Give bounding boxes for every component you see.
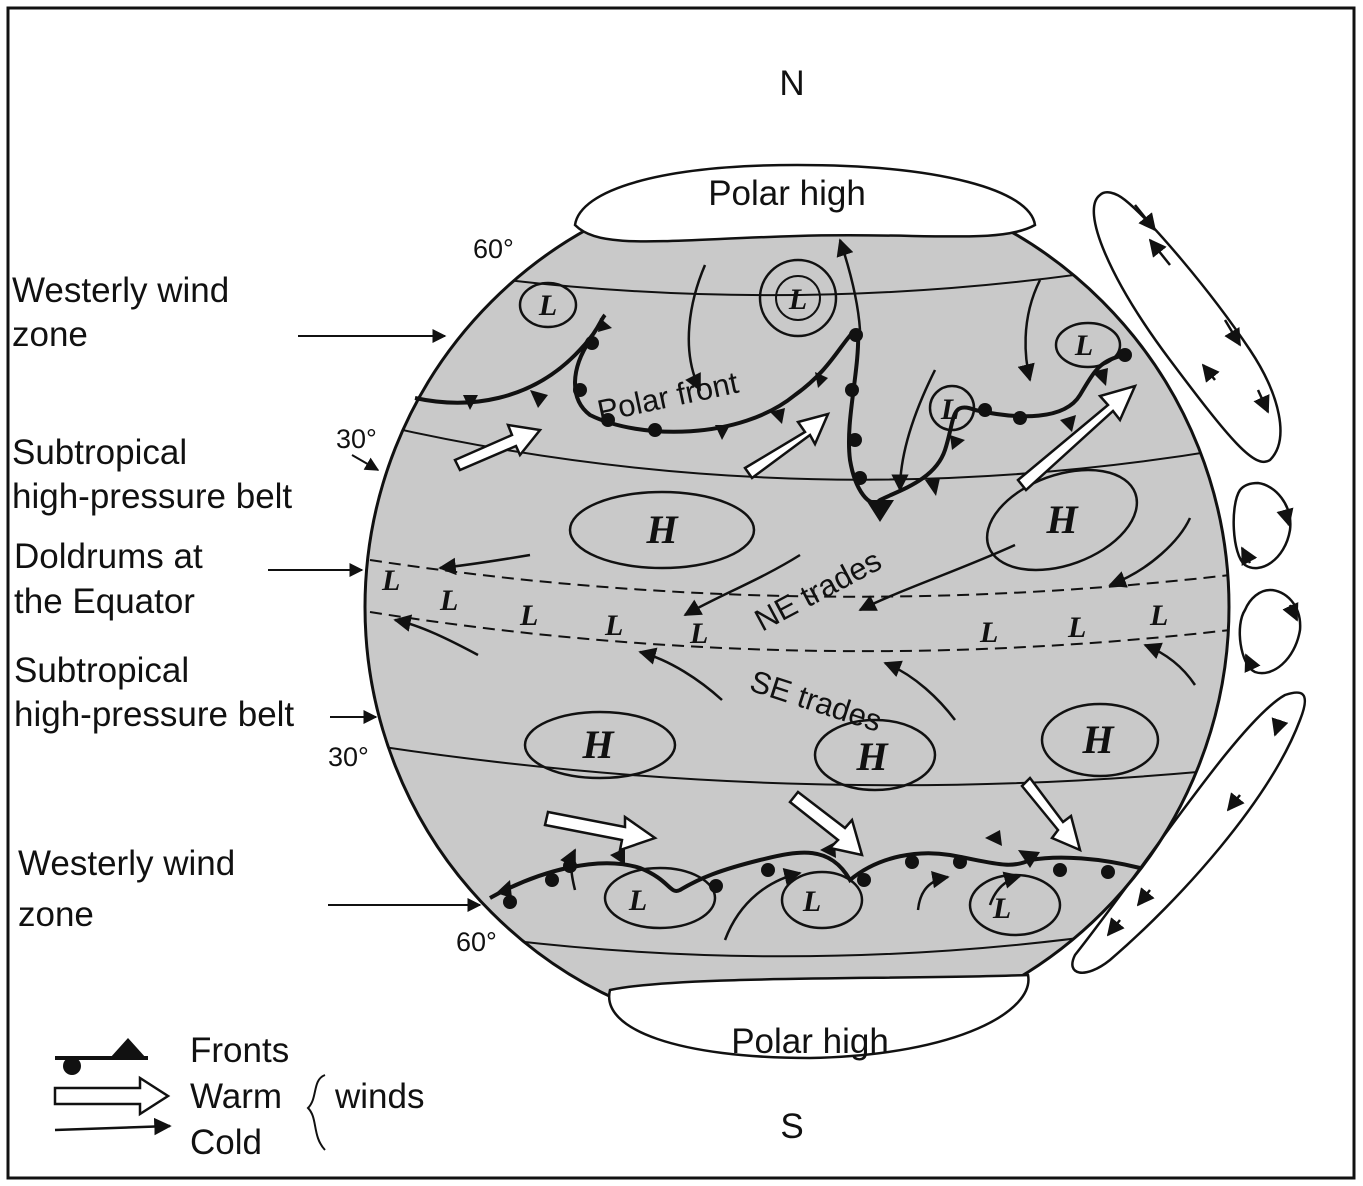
westerly-north-line1: Westerly wind (12, 271, 229, 310)
polar-high-south-label: Polar high (731, 1022, 889, 1061)
low-south-1: L (628, 884, 647, 917)
lat-30-north: 30° (336, 424, 377, 454)
doldrum-low-8: L (1149, 599, 1168, 632)
legend-fronts-label: Fronts (190, 1031, 289, 1070)
northern-front-dots (573, 328, 1132, 485)
subtropical-north-line1: Subtropical (12, 433, 187, 472)
legend-winds-label: winds (334, 1077, 424, 1116)
low-pressure-cells: L L L L L L L (518, 258, 1122, 937)
circulation-cell-arrows (1106, 204, 1299, 937)
north-ferrel-cell (1092, 191, 1282, 463)
polar-high-north: Polar high (573, 163, 1037, 243)
north-hadley-cell (1232, 481, 1292, 570)
high-south-1: H (581, 722, 615, 767)
high-north-2: H (1045, 497, 1079, 542)
legend-front-symbol (55, 1038, 148, 1075)
lat-60-south: 60° (456, 927, 497, 957)
doldrum-lows: L L L L L L L L (381, 564, 1168, 650)
subtropical-south-line2: high-pressure belt (14, 695, 294, 734)
cold-wind-arrows (393, 238, 1197, 941)
high-south-3: H (1081, 717, 1115, 762)
frame-border (6, 6, 1356, 1180)
polar-high-north-label: Polar high (708, 174, 866, 213)
high-south-2: H (855, 734, 889, 779)
doldrum-low-4: L (604, 609, 623, 642)
polar-high-south: Polar high (607, 973, 1030, 1061)
legend-warm-symbol (53, 1075, 171, 1117)
doldrum-low-1: L (381, 564, 400, 597)
north-label: N (779, 64, 804, 103)
legend-cold-label: Cold (190, 1123, 262, 1162)
legend: Fronts Warm Cold winds (53, 1031, 424, 1162)
south-hadley-cell (1238, 588, 1302, 675)
south-label: S (780, 1107, 803, 1146)
westerly-north-line2: zone (12, 315, 88, 354)
low-north-2: L (788, 283, 807, 316)
lat-30-south: 30° (328, 742, 369, 772)
low-south-3: L (992, 892, 1011, 925)
doldrums-line2: the Equator (14, 582, 195, 621)
low-south-2: L (802, 885, 821, 918)
doldrum-low-2: L (439, 584, 458, 617)
westerly-south-line2: zone (18, 895, 94, 934)
high-pressure-cells: H H H H H (523, 468, 1160, 792)
doldrum-low-3: L (519, 599, 538, 632)
zone-labels: Westerly wind zone Subtropical high-pres… (12, 271, 294, 934)
low-north-3: L (1074, 329, 1093, 362)
doldrum-low-7: L (1067, 611, 1086, 644)
south-ferrel-cell (1071, 691, 1307, 974)
doldrum-low-6: L (979, 616, 998, 649)
westerly-south-line1: Westerly wind (18, 844, 235, 883)
label-pointer-arrows (268, 329, 482, 912)
doldrum-low-5: L (689, 617, 708, 650)
low-north-1: L (538, 289, 557, 322)
legend-warm-label: Warm (190, 1077, 282, 1116)
circulation-cells (1071, 191, 1307, 974)
warm-wind-arrows (453, 384, 1138, 857)
legend-cold-symbol (54, 1117, 172, 1136)
northern-front-triangles (463, 318, 1108, 522)
southern-front-dots (503, 855, 1115, 909)
legend-brace (306, 1074, 326, 1151)
doldrums-line1: Doldrums at (14, 537, 203, 576)
lat-60-north: 60° (473, 234, 514, 264)
high-north-1: H (645, 507, 679, 552)
subtropical-north-line2: high-pressure belt (12, 477, 292, 516)
subtropical-south-line1: Subtropical (14, 651, 189, 690)
